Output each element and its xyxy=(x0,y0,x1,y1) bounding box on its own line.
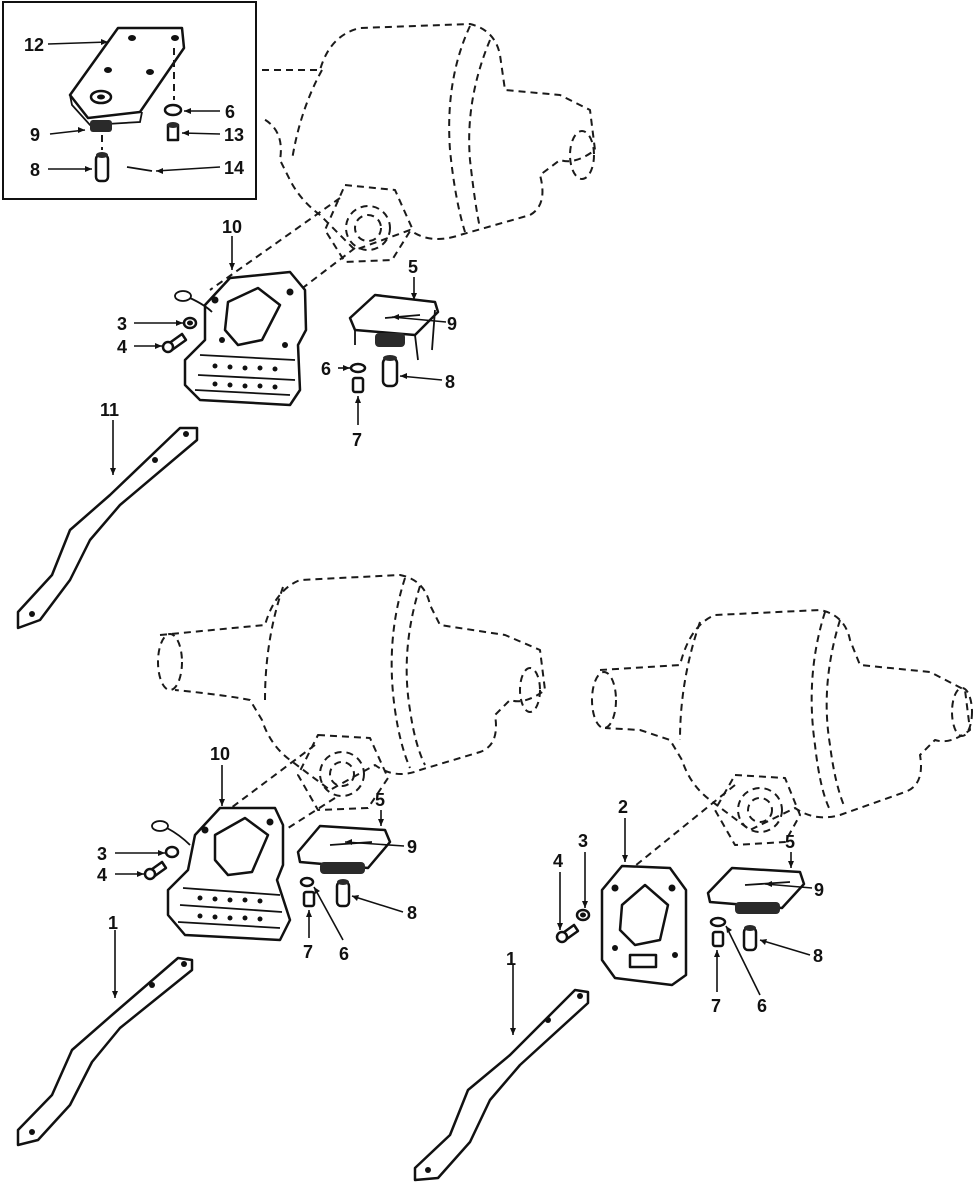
bar-part-1-lower-right xyxy=(413,988,590,1182)
lower-left-assembly: 10 5 3 9 4 8 7 6 1 xyxy=(16,574,546,1147)
callout-7: 7 xyxy=(352,430,362,450)
callout-6: 6 xyxy=(339,944,349,964)
callout-8: 8 xyxy=(407,903,417,923)
callout-6: 6 xyxy=(225,102,235,122)
bar-part-1-lower-left xyxy=(16,956,194,1147)
callout-4: 4 xyxy=(553,851,563,871)
callout-5: 5 xyxy=(408,257,418,277)
callout-10: 10 xyxy=(222,217,242,237)
mount-part-5-lower-left xyxy=(296,824,392,870)
housing-outline-lower-left xyxy=(159,574,546,791)
callout-8: 8 xyxy=(445,372,455,392)
callout-5: 5 xyxy=(375,790,385,810)
housing-outline-top xyxy=(261,23,596,251)
callout-5: 5 xyxy=(785,832,795,852)
callout-9: 9 xyxy=(447,314,457,334)
callout-6: 6 xyxy=(321,359,331,379)
mount-part-5-lower-right xyxy=(706,866,806,910)
inset-detail: 12 6 9 13 8 14 xyxy=(2,1,257,200)
housing-outline-lower-right xyxy=(599,609,971,831)
callout-8: 8 xyxy=(30,160,40,180)
inset-frame xyxy=(2,1,257,200)
callout-4: 4 xyxy=(97,865,107,885)
callout-9: 9 xyxy=(407,837,417,857)
callout-6: 6 xyxy=(757,996,767,1016)
callout-11: 11 xyxy=(100,400,119,420)
top-assembly: 10 5 3 9 4 6 8 7 11 xyxy=(16,23,596,630)
callout-9: 9 xyxy=(30,125,40,145)
callout-4: 4 xyxy=(117,337,127,357)
callout-3: 3 xyxy=(97,844,107,864)
callout-3: 3 xyxy=(117,314,127,334)
bar-part-11 xyxy=(16,426,199,630)
callout-14: 14 xyxy=(224,158,244,178)
callout-9: 9 xyxy=(814,880,824,900)
callout-13: 13 xyxy=(224,125,244,145)
callout-1: 1 xyxy=(108,913,118,933)
lower-right-assembly: 2 3 5 4 9 8 7 6 1 xyxy=(413,609,973,1182)
callout-8: 8 xyxy=(813,946,823,966)
pad-part-12 xyxy=(68,26,186,120)
mount-part-5 xyxy=(348,293,440,337)
callout-3: 3 xyxy=(578,831,588,851)
callout-7: 7 xyxy=(303,942,313,962)
callout-7: 7 xyxy=(711,996,721,1016)
callout-12: 12 xyxy=(24,35,44,55)
callout-10: 10 xyxy=(210,744,230,764)
callout-1: 1 xyxy=(506,949,516,969)
callout-2: 2 xyxy=(618,797,628,817)
